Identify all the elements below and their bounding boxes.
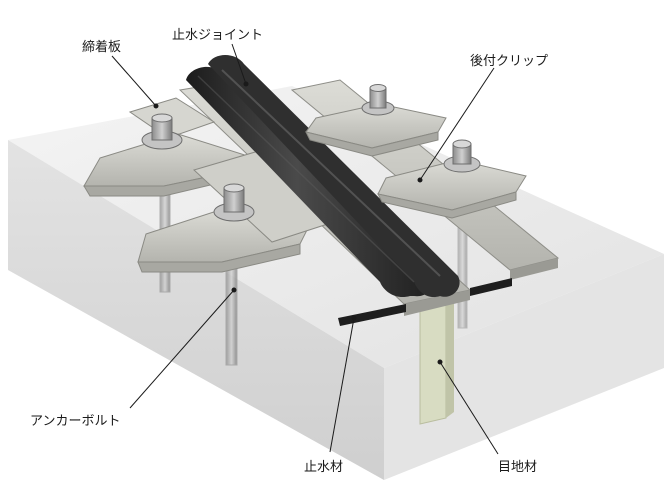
leader-anchor-bolt — [129, 289, 235, 409]
bolt-heads — [141, 84, 481, 222]
leader-joint-filler — [439, 361, 499, 455]
joint-filler — [419, 288, 454, 425]
label-joint-filler: 目地材 — [498, 460, 538, 475]
leader-lines — [111, 43, 499, 455]
leader-rear-clip — [419, 67, 495, 181]
leader-waterstop-material — [329, 317, 355, 453]
slab-right-face — [384, 254, 664, 480]
left-tightening-plates — [83, 97, 341, 273]
label-waterstop-joint: 止水ジョイント — [172, 28, 264, 43]
leader-tightening-plate — [111, 55, 157, 107]
waterstop-joint — [186, 55, 460, 298]
slab-left-face — [8, 140, 384, 480]
right-clips — [305, 103, 527, 219]
label-tightening-plate: 締着板 — [82, 40, 122, 55]
label-anchor-bolt: アンカーボルト — [30, 414, 121, 429]
label-rear-clip: 後付クリップ — [470, 54, 549, 69]
leader-waterstop-joint — [231, 43, 247, 85]
label-waterstop-material: 止水材 — [304, 460, 344, 475]
